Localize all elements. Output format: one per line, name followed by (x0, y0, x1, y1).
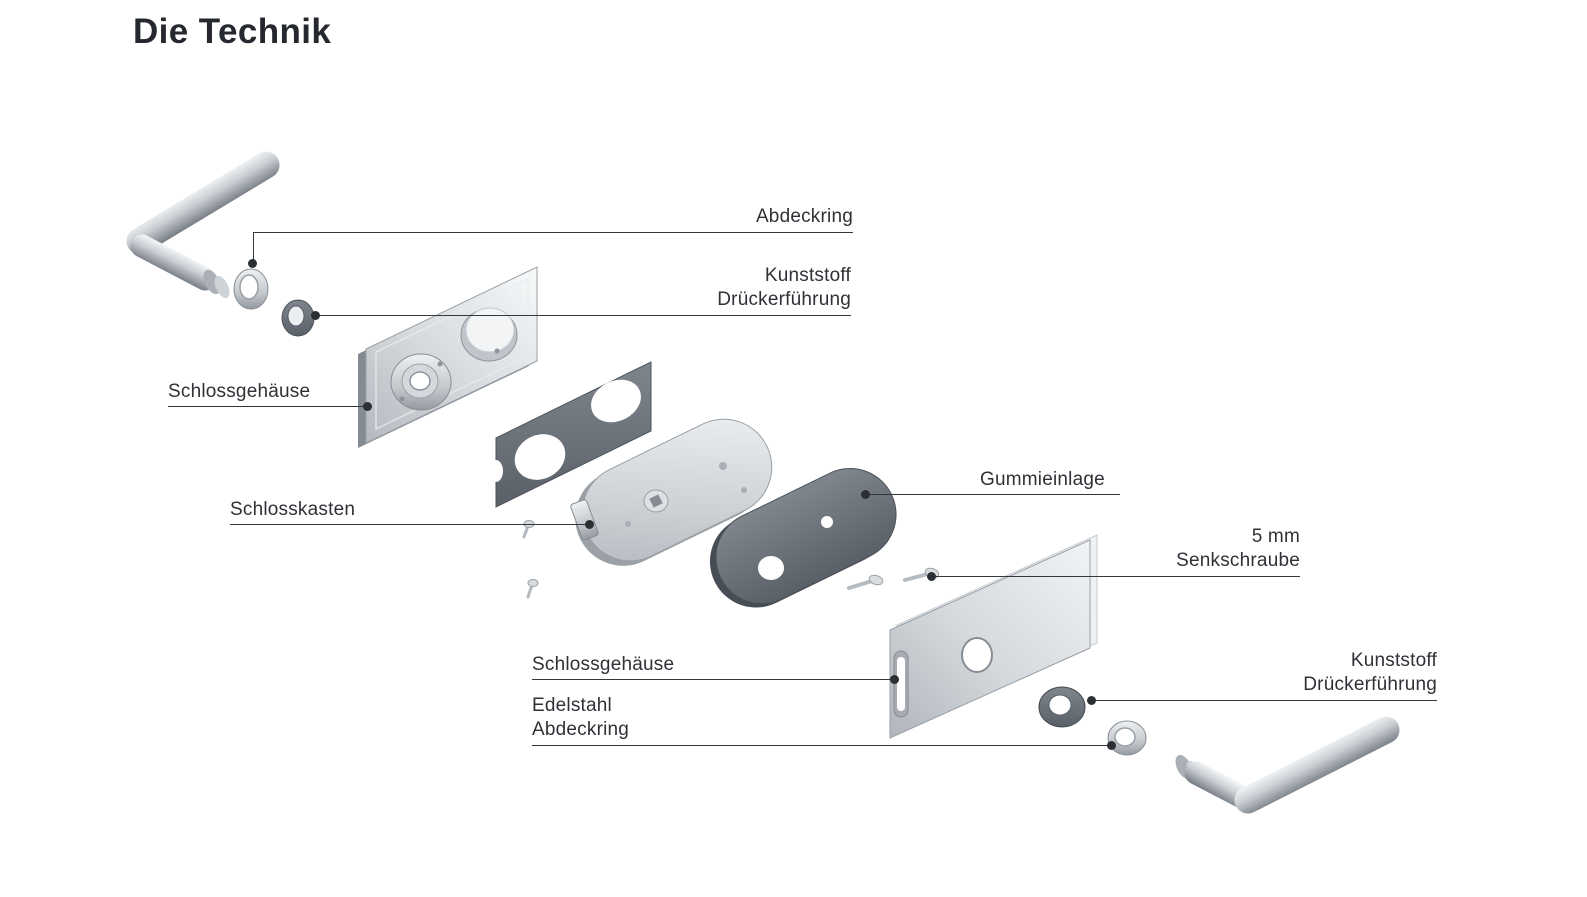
leader-edelstahl-abdeckring-dot (1107, 741, 1116, 750)
door-handle-bottom-part (1175, 716, 1400, 814)
mounting-screws-small-part (522, 520, 539, 599)
label-edelstahl-abdeckring-line2: Abdeckring (532, 719, 630, 740)
label-gummieinlage: Gummieinlage (980, 468, 1105, 492)
leader-gummieinlage (866, 494, 1120, 495)
label-gummieinlage-line1: Gummieinlage (980, 469, 1105, 490)
label-schlossgehaeuse-left-line1: Schlossgehäuse (168, 381, 311, 402)
plastic-guide-bottom-part (1038, 686, 1086, 728)
leader-schlosskasten (230, 524, 590, 525)
leader-abdeckring-top-drop (253, 232, 254, 260)
label-senkschraube: 5 mm Senkschraube (1100, 525, 1300, 573)
label-kunststoff-bottom: Kunststoff Drückerführung (1187, 649, 1437, 697)
lock-case-part (570, 418, 773, 566)
label-kunststoff-top-line2: Drückerführung (717, 289, 851, 310)
leader-schlossgehaeuse-left-dot (363, 402, 372, 411)
label-abdeckring-top-line1: Abdeckring (755, 206, 853, 227)
label-schlossgehaeuse-bottom-line1: Schlossgehäuse (532, 654, 675, 675)
label-schlosskasten: Schlosskasten (230, 498, 355, 522)
label-kunststoff-bottom-line2: Drückerführung (1303, 674, 1437, 695)
label-edelstahl-abdeckring-line1: Edelstahl (532, 695, 612, 716)
rubber-insert-part (709, 468, 897, 608)
leader-kunststoff-top-dot (311, 311, 320, 320)
plastic-guide-top-part (281, 299, 315, 337)
leader-schlosskasten-dot (585, 520, 594, 529)
leader-abdeckring-top (253, 232, 853, 233)
label-schlossgehaeuse-bottom: Schlossgehäuse (532, 653, 674, 677)
page-title: Die Technik (133, 12, 332, 51)
lock-housing-front-part (358, 266, 538, 448)
leader-gummieinlage-dot (861, 490, 870, 499)
label-kunststoff-top: Kunststoff Drückerführung (601, 264, 851, 312)
leader-abdeckring-top-dot (248, 259, 257, 268)
leader-kunststoff-top (316, 315, 851, 316)
label-kunststoff-bottom-line1: Kunststoff (1350, 650, 1437, 671)
label-schlosskasten-line1: Schlosskasten (230, 499, 356, 520)
label-senkschraube-line2: Senkschraube (1176, 550, 1300, 571)
leader-edelstahl-abdeckring (532, 745, 1112, 746)
cover-ring-part (233, 268, 269, 310)
label-schlossgehaeuse-left: Schlossgehäuse (168, 380, 310, 404)
leader-schlossgehaeuse-bottom (532, 679, 895, 680)
leader-schlossgehaeuse-left (168, 406, 368, 407)
leader-kunststoff-bottom-dot (1087, 696, 1096, 705)
label-abdeckring-top: Abdeckring (653, 205, 853, 229)
label-senkschraube-line1: 5 mm (1251, 526, 1300, 547)
door-handle-top-part (126, 151, 280, 299)
label-kunststoff-top-line1: Kunststoff (764, 265, 851, 286)
lock-housing-back-part (889, 534, 1098, 739)
leader-kunststoff-bottom (1092, 700, 1437, 701)
steel-cover-ring-part (1107, 720, 1147, 756)
leader-schlossgehaeuse-bottom-dot (890, 675, 899, 684)
leader-senkschraube (932, 576, 1300, 577)
gasket-plate-part (489, 361, 652, 508)
leader-senkschraube-dot (927, 572, 936, 581)
label-edelstahl-abdeckring: Edelstahl Abdeckring (532, 694, 629, 742)
